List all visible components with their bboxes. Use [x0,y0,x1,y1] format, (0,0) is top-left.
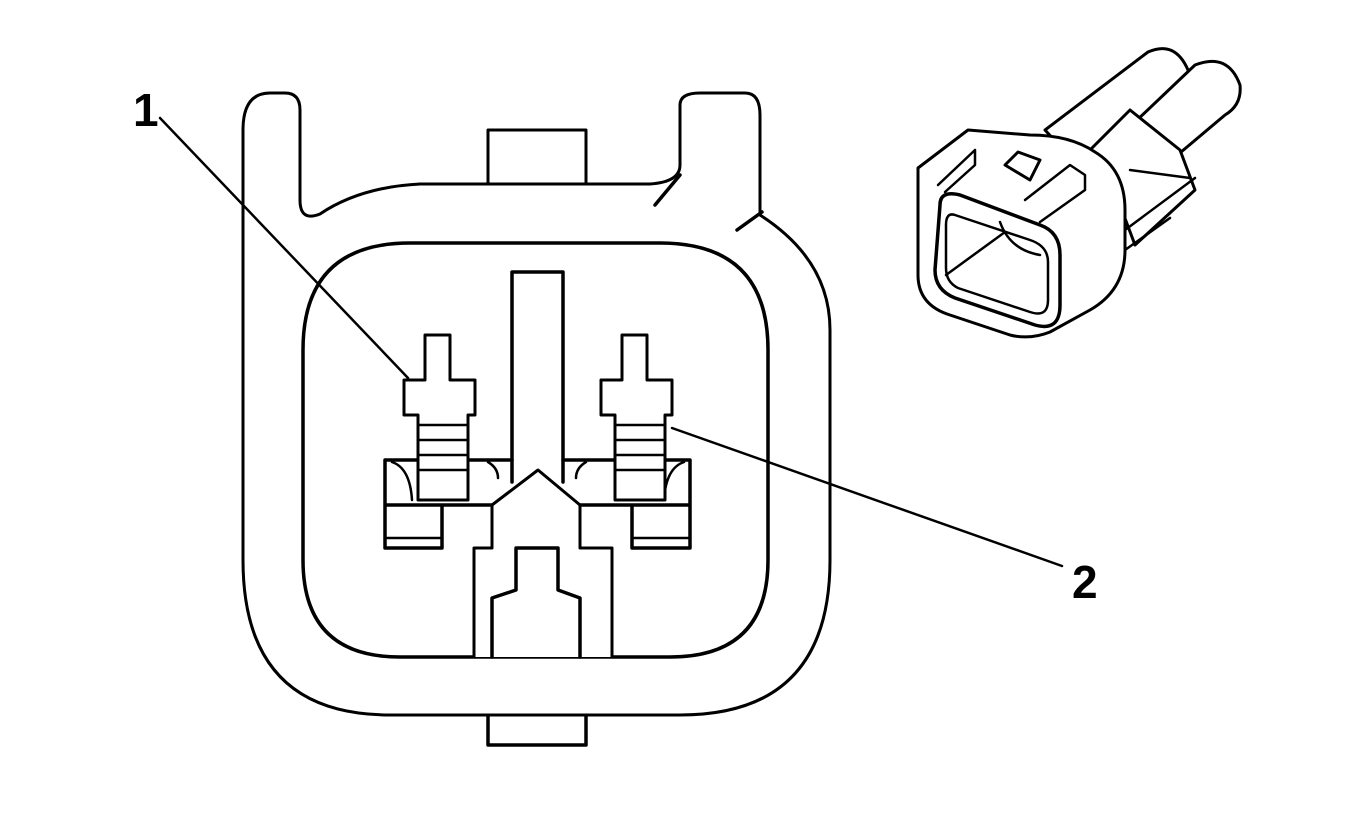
left-ledge-curve [390,460,414,502]
left-ledge-curve-2 [486,460,500,480]
top-ridge-2 [1023,163,1087,224]
right-terminal-body [599,333,674,502]
housing-notch-left [653,173,682,207]
left-terminal-ledge [383,458,514,550]
left-terminal [402,333,477,502]
front-opening-outer [933,192,1062,329]
left-terminal-body [402,333,477,502]
callout-2-label: 2 [1072,556,1098,608]
connector-isometric-view [916,47,1242,339]
polarizing-key [472,468,614,657]
top-ridge [936,148,977,194]
connector-housing-outer [241,91,832,717]
bottom-tab [486,710,588,747]
iso-housing [916,128,1127,339]
key-inner [490,546,582,659]
housing-notch-right [735,210,764,232]
side-groove-1 [1123,176,1197,232]
right-terminal [599,333,674,502]
opening-diagonal [944,230,1007,277]
opening-arc [998,220,1042,257]
side-groove-2 [1123,216,1172,252]
callout-1-leader [158,116,410,380]
callout-1-label: 1 [133,84,159,136]
rear-seal-line [1128,168,1192,180]
connector-cavity [301,241,770,659]
callout-2-leader [670,426,1064,568]
right-ledge-curve-2 [574,460,588,480]
connector-face-view [241,91,832,747]
top-tab [486,128,588,192]
latch-tab [1003,150,1042,182]
center-post [510,270,565,484]
front-opening-inner [944,213,1050,315]
right-terminal-ledge [561,458,692,550]
